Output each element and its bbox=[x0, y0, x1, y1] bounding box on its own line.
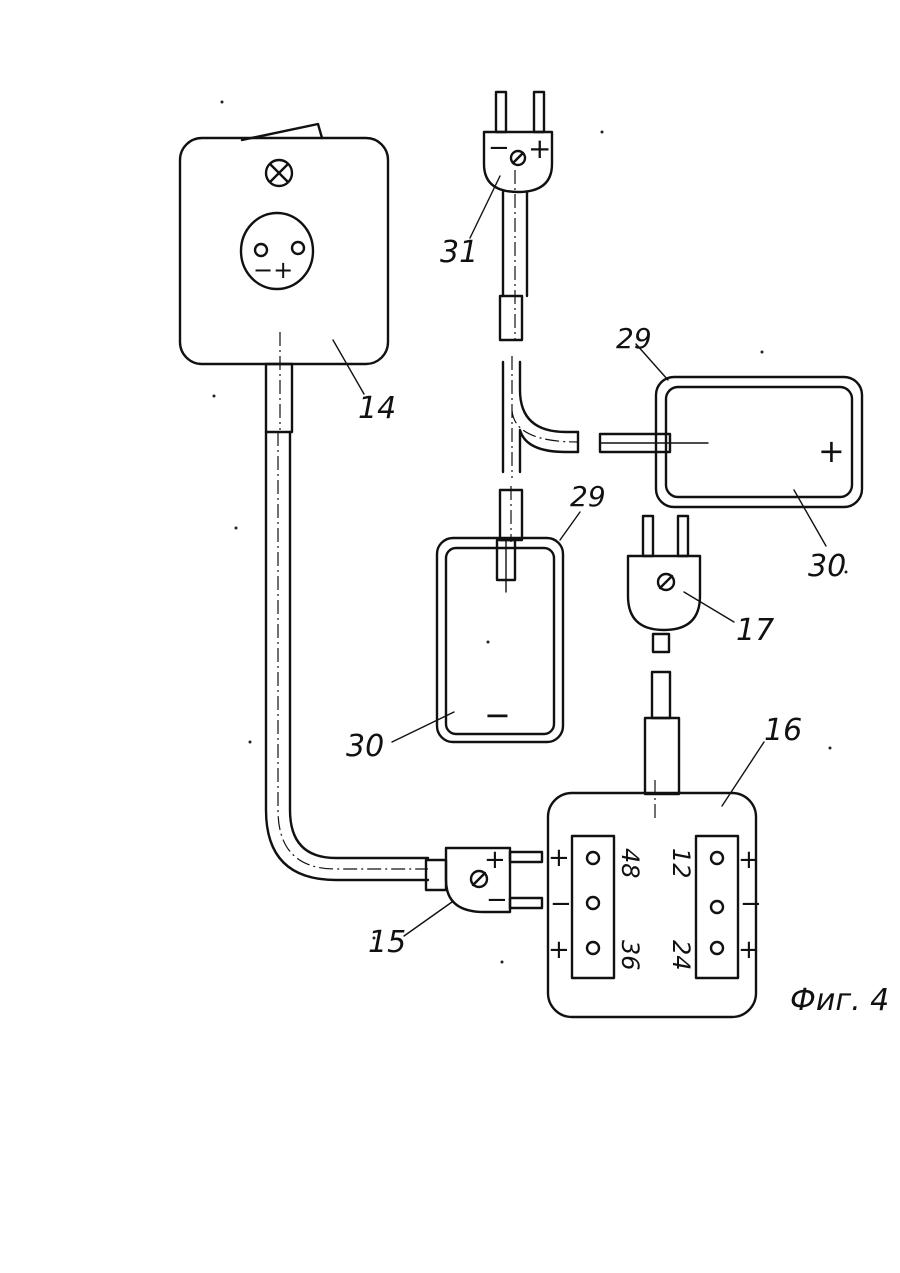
socket-polarity-signs: −+ bbox=[253, 256, 293, 284]
control-unit-body bbox=[180, 138, 388, 364]
plug-31-cable-end bbox=[500, 296, 522, 340]
leader-14 bbox=[333, 340, 364, 394]
splitter-axis bbox=[512, 356, 578, 478]
terminal-left-middle bbox=[587, 897, 599, 909]
terminal-left-bottom bbox=[587, 942, 599, 954]
leader-30-left bbox=[392, 712, 454, 742]
voltage-box-16: + − + 48 36 + − + 12 24 16 bbox=[548, 713, 802, 1017]
label-30-left: 30 bbox=[346, 729, 384, 764]
plug-17-body bbox=[628, 556, 700, 630]
plug-17-pin-left bbox=[643, 516, 653, 556]
terminal-right-middle-sign: − bbox=[740, 889, 762, 919]
plug-17-assembly: 17 bbox=[628, 516, 774, 794]
plug-15-plus-sign: + bbox=[484, 845, 506, 875]
plug-31-assembly: − + 31 bbox=[440, 92, 552, 340]
label-31: 31 bbox=[440, 235, 478, 270]
supply-cable-segment bbox=[652, 672, 670, 718]
plug-15: + − 15 bbox=[368, 845, 542, 960]
plug-17-pin-right bbox=[678, 516, 688, 556]
cable-axis bbox=[278, 432, 428, 869]
screw-icon bbox=[511, 151, 525, 165]
plug-15-pin-top bbox=[510, 852, 542, 862]
label-30-right: 30 bbox=[808, 549, 846, 584]
pad-right-plus-sign: + bbox=[818, 432, 845, 470]
terminal-left-middle-sign: − bbox=[550, 889, 572, 919]
screw-icon bbox=[658, 574, 674, 590]
label-15: 15 bbox=[368, 925, 406, 960]
label-29-top: 29 bbox=[616, 322, 652, 355]
terminal-right-top bbox=[711, 852, 723, 864]
terminal-left-top-sign: + bbox=[548, 843, 570, 873]
terminal-strip-left bbox=[572, 836, 614, 978]
electrode-pad-positive: + 29 30 bbox=[600, 322, 862, 584]
splitter-branch-top bbox=[520, 362, 578, 432]
figure-caption: Фиг. 4 bbox=[790, 983, 889, 1018]
leader-30-right bbox=[794, 490, 826, 546]
voltage-12: 12 bbox=[667, 848, 695, 879]
plug-17-neck bbox=[653, 634, 669, 652]
plug-31-plus-sign: + bbox=[528, 132, 551, 165]
socket-hole-right bbox=[292, 242, 304, 254]
voltage-48: 48 bbox=[616, 848, 644, 879]
label-17: 17 bbox=[736, 613, 774, 648]
label-16: 16 bbox=[764, 713, 802, 748]
control-unit-14: −+ 14 bbox=[180, 124, 396, 430]
pad-left-minus-sign: − bbox=[484, 696, 511, 734]
label-29-mid: 29 bbox=[570, 480, 606, 513]
electrode-pad-negative: − 29 30 bbox=[346, 480, 606, 764]
plug-15-neck bbox=[426, 860, 446, 890]
leader-17 bbox=[684, 592, 734, 622]
leader-29-mid bbox=[560, 512, 580, 540]
supply-cable-sleeve bbox=[645, 718, 679, 794]
voltage-box-body bbox=[548, 793, 756, 1017]
terminal-left-top bbox=[587, 852, 599, 864]
main-cable bbox=[266, 364, 428, 880]
cable-splitter bbox=[500, 356, 578, 542]
leader-15 bbox=[404, 902, 452, 936]
socket-hole-left bbox=[255, 244, 267, 256]
terminal-right-middle bbox=[711, 901, 723, 913]
plug-31-pin-left bbox=[496, 92, 506, 132]
screw-icon bbox=[266, 160, 292, 186]
plug-15-pin-bottom bbox=[510, 898, 542, 908]
terminal-right-bottom bbox=[711, 942, 723, 954]
terminal-left-bottom-sign: + bbox=[548, 935, 570, 965]
voltage-24: 24 bbox=[667, 940, 695, 971]
terminal-right-top-sign: + bbox=[738, 845, 760, 875]
plug-31-pin-right bbox=[534, 92, 544, 132]
terminal-strip-right bbox=[696, 836, 738, 978]
voltage-36: 36 bbox=[616, 940, 644, 971]
label-14: 14 bbox=[358, 391, 396, 426]
leader-31 bbox=[470, 176, 500, 238]
cable-outer-right bbox=[290, 432, 428, 858]
terminal-right-bottom-sign: + bbox=[738, 935, 760, 965]
plug-31-minus-sign: − bbox=[488, 133, 510, 163]
cable-strain-relief bbox=[266, 364, 292, 432]
splitter-branch-bottom bbox=[520, 430, 578, 472]
plug-15-minus-sign: − bbox=[486, 885, 508, 915]
